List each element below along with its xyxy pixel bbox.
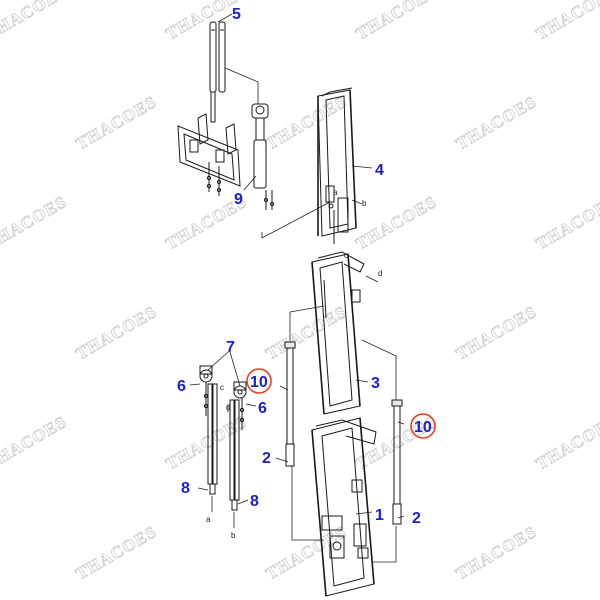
label-part-7[interactable]: 7 xyxy=(226,339,235,356)
ref-letter-d: d xyxy=(378,269,382,278)
ref-letter-c-2: c xyxy=(220,383,224,392)
watermark-text: THACOES xyxy=(263,302,351,364)
watermark-text: THACOES xyxy=(453,92,541,154)
carriage-bracket xyxy=(177,113,241,196)
chain-part-5 xyxy=(209,21,226,123)
watermark-text: THACOES xyxy=(263,522,351,584)
mast-part-1 xyxy=(311,417,377,597)
watermark-text: THACOES xyxy=(533,412,600,474)
label-part-8-right[interactable]: 8 xyxy=(250,493,259,510)
watermark-text: THACOES xyxy=(73,92,161,154)
watermark-text: THACOES xyxy=(533,0,600,43)
rod-right xyxy=(391,399,403,525)
watermark-text: THACOES xyxy=(453,302,541,364)
watermark-text: THACOES xyxy=(73,522,161,584)
highlight-ring-10-left xyxy=(246,368,272,394)
chain-assembly-right xyxy=(227,381,247,528)
watermark-text: THACOES xyxy=(0,0,70,43)
ref-letter-a: a xyxy=(333,188,338,197)
watermark-text: THACOES xyxy=(0,412,70,474)
watermark-text: THACOES xyxy=(263,92,351,154)
watermark-text: THACOES xyxy=(533,192,600,254)
ref-letter-a-2: a xyxy=(206,515,211,524)
ref-letter-d-2: d xyxy=(226,403,230,412)
label-part-10-left[interactable]: 10 xyxy=(250,374,268,391)
label-part-1[interactable]: 1 xyxy=(375,507,384,524)
ref-letter-c: c xyxy=(344,251,348,260)
label-part-3[interactable]: 3 xyxy=(371,375,380,392)
mast-part-4 xyxy=(317,87,357,244)
label-part-6-right[interactable]: 6 xyxy=(258,400,267,417)
label-part-2-left[interactable]: 2 xyxy=(262,450,271,467)
watermark-text: THACOES xyxy=(0,192,70,254)
label-part-6-left[interactable]: 6 xyxy=(177,378,186,395)
label-part-5[interactable]: 5 xyxy=(232,6,241,23)
rod-left xyxy=(284,341,296,467)
label-part-2-right[interactable]: 2 xyxy=(412,510,421,527)
watermark-text: THACOES xyxy=(163,412,251,474)
label-part-4[interactable]: 4 xyxy=(375,162,384,179)
watermark-text: THACOES xyxy=(353,0,441,43)
highlight-ring-10-right xyxy=(410,413,436,439)
label-part-8-left[interactable]: 8 xyxy=(181,480,190,497)
ref-letter-b: b xyxy=(362,199,367,208)
watermark-text: THACOES xyxy=(453,522,541,584)
label-part-9[interactable]: 9 xyxy=(234,191,243,208)
chain-assembly-left xyxy=(199,365,218,512)
cylinder-part-9 xyxy=(251,103,275,210)
ref-letter-b-2: b xyxy=(231,531,236,540)
label-part-10-right[interactable]: 10 xyxy=(414,419,432,436)
watermark-text: THACOES xyxy=(73,302,161,364)
